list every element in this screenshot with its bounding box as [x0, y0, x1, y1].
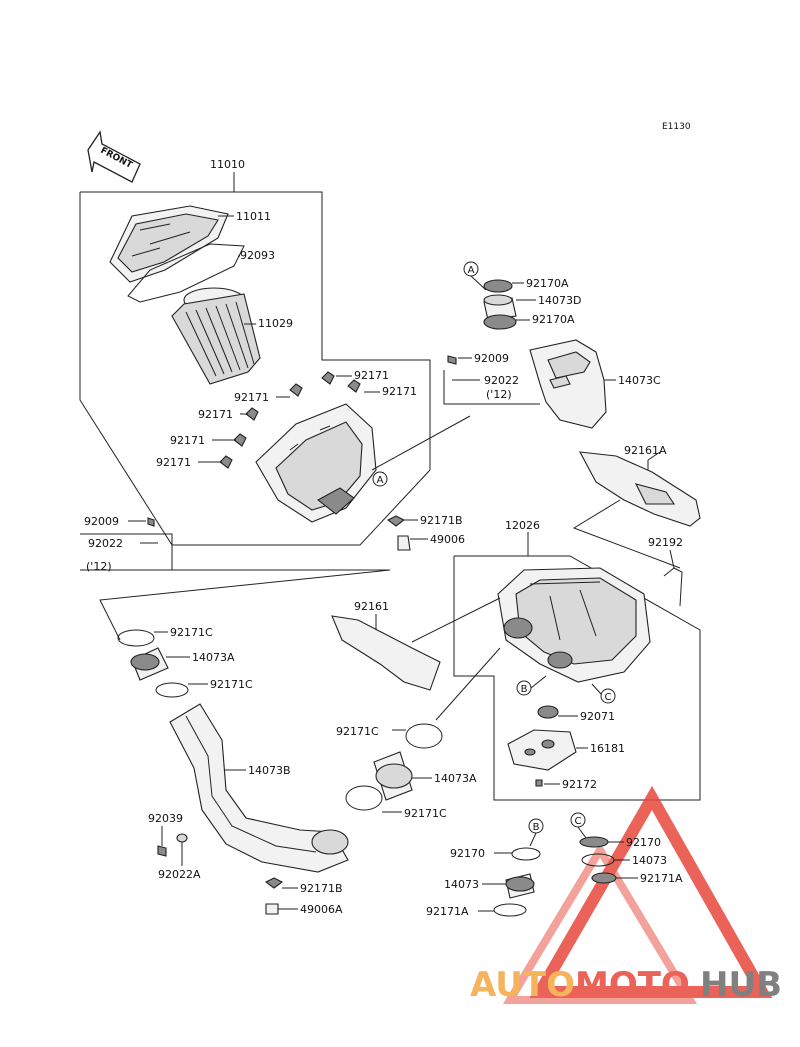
air-box-housing-icon	[255, 403, 377, 523]
callout-c-1: C	[605, 692, 612, 703]
air-cleaner-frame	[79, 172, 431, 546]
watermark-hub: HUB	[700, 965, 782, 1005]
label-92093: 92093	[240, 249, 275, 262]
label-92171-2: 92171	[382, 385, 417, 398]
side-shield-plate-icon	[331, 615, 441, 691]
callout-b-1: B	[521, 684, 528, 695]
watermark-auto: AUTO	[470, 965, 575, 1005]
label-92009-2: 92009	[84, 515, 119, 528]
inlet-clamp-icon	[483, 279, 517, 330]
label-14073-1: 14073	[444, 878, 479, 891]
label-92009-1: 92009	[474, 352, 509, 365]
label-11010: 11010	[210, 158, 245, 171]
label-92171-3: 92171	[234, 391, 269, 404]
label-92192: 92192	[648, 536, 683, 549]
bracket-icon	[507, 729, 577, 771]
label-92039: 92039	[148, 812, 183, 825]
clamp-small-icon	[386, 515, 411, 551]
label-92171a-1: 92171A	[426, 905, 469, 918]
label-12-1: ('12)	[486, 388, 512, 401]
label-92022a: 92022A	[158, 868, 201, 881]
filter-element-icon	[171, 287, 261, 385]
b-clamp-icon	[493, 847, 541, 917]
label-49006a: 49006A	[300, 903, 343, 916]
label-92171-6: 92171	[156, 456, 191, 469]
label-92171a-2: 92171A	[640, 872, 683, 885]
watermark-moto: MOTO	[575, 965, 690, 1005]
label-92171-1: 92171	[354, 369, 389, 382]
label-14073d: 14073D	[538, 294, 581, 307]
label-11011: 11011	[236, 210, 271, 223]
duct-clamp-icon	[117, 629, 189, 698]
label-92161a: 92161A	[624, 444, 667, 457]
label-92170-2: 92170	[626, 836, 661, 849]
callout-c-2: C	[575, 816, 582, 827]
label-12026: 12026	[505, 519, 540, 532]
label-92171c-2: 92171C	[210, 678, 253, 691]
label-12-2: ('12)	[86, 560, 112, 573]
label-14073-2: 14073	[632, 854, 667, 867]
center-clamp-icon	[345, 723, 443, 811]
label-92170-1: 92170	[450, 847, 485, 860]
label-11029: 11029	[258, 317, 293, 330]
label-92171b-1: 92171B	[420, 514, 463, 527]
label-14073b: 14073B	[248, 764, 291, 777]
air-cleaner-cover-icon	[109, 205, 229, 283]
label-92170a-1: 92170A	[526, 277, 569, 290]
label-49006: 49006	[430, 533, 465, 546]
diagram-code: E1130	[662, 122, 691, 132]
label-92071: 92071	[580, 710, 615, 723]
front-arrow-icon: FRONT	[87, 130, 141, 183]
label-92171c-3: 92171C	[336, 725, 379, 738]
clip-icon	[219, 371, 361, 469]
callout-a-2: A	[468, 265, 475, 276]
label-92172: 92172	[562, 778, 597, 791]
label-92171c-1: 92171C	[170, 626, 213, 639]
label-92170a-2: 92170A	[532, 313, 575, 326]
label-16181: 16181	[590, 742, 625, 755]
label-92171c-4: 92171C	[404, 807, 447, 820]
automotohub-watermark-logo: AUTO MOTO HUB	[470, 785, 782, 1005]
label-14073a-2: 14073A	[434, 772, 477, 785]
callout-a-1: A	[377, 475, 384, 486]
intake-duct-icon	[529, 339, 607, 429]
label-14073a-1: 14073A	[192, 651, 235, 664]
label-92171b-2: 92171B	[300, 882, 343, 895]
bent-duct-icon	[169, 703, 349, 873]
heat-shield-plate-icon	[579, 451, 701, 527]
label-92022-2: 92022	[88, 537, 123, 550]
label-92161: 92161	[354, 600, 389, 613]
callout-b-2: B	[533, 822, 540, 833]
label-92022-1: 92022	[484, 374, 519, 387]
resonator-box-icon	[497, 567, 651, 683]
label-14073c: 14073C	[618, 374, 661, 387]
label-92171-5: 92171	[170, 434, 205, 447]
label-92171-4: 92171	[198, 408, 233, 421]
